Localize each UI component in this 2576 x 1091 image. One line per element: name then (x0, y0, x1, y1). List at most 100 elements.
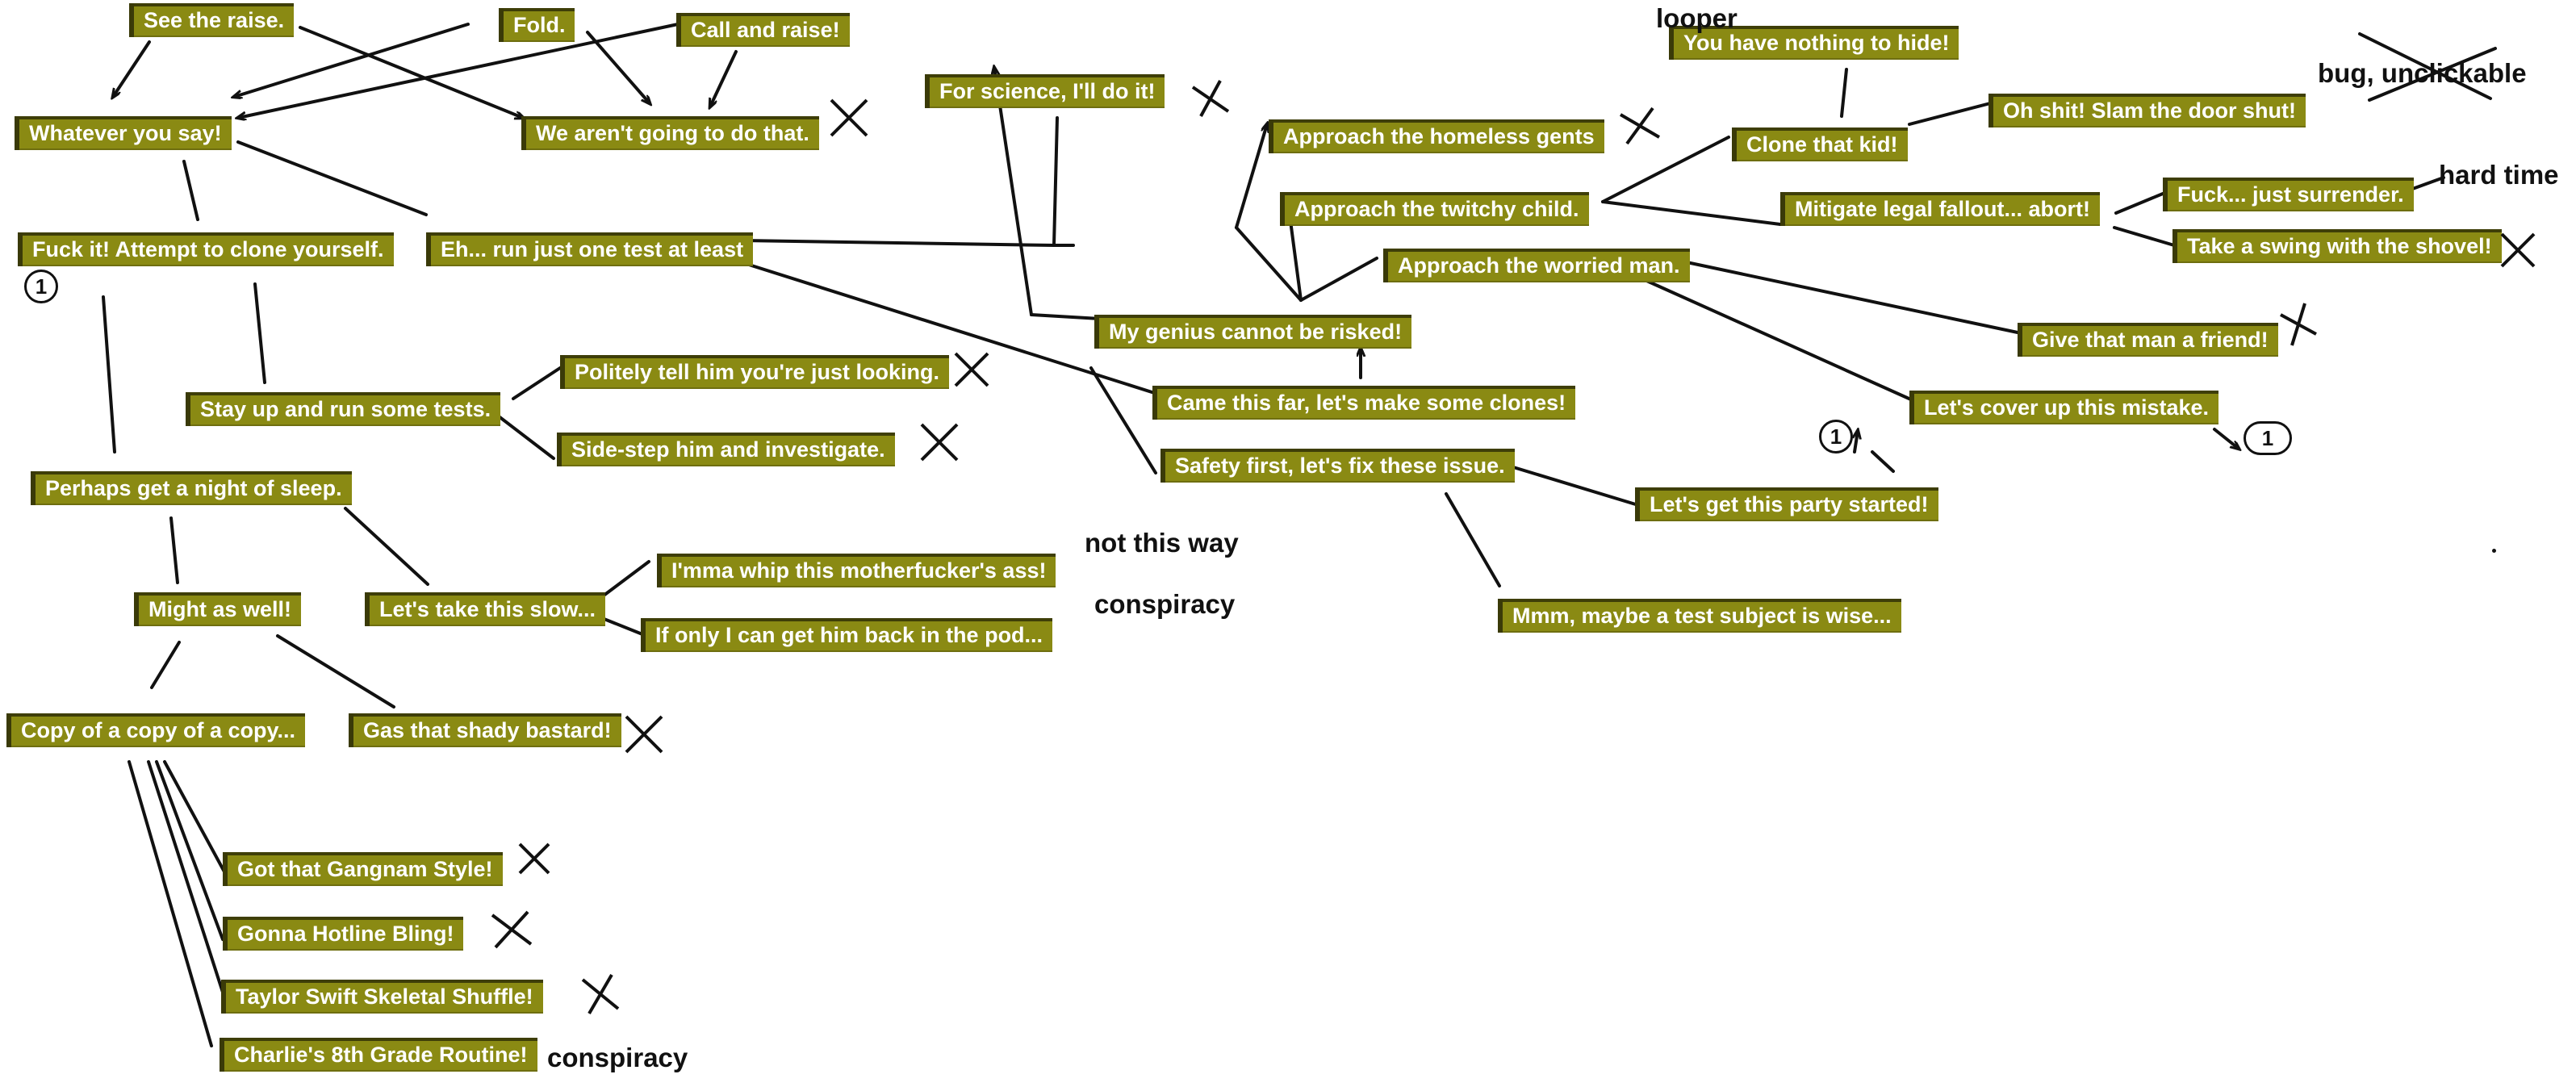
dead-end-x-icon (954, 352, 989, 387)
option-whatever-you-say[interactable]: Whatever you say! (15, 116, 232, 150)
edge-twitchy-mitigate (1601, 200, 1782, 226)
edge-might-copy (150, 641, 181, 689)
edge-genius-worried (1299, 257, 1378, 302)
edge-clonekid-nothing (1840, 68, 1848, 118)
note-conspiracy: conspiracy (1094, 589, 1236, 619)
edge-clone-stayup (253, 282, 266, 384)
edge-fold-whatever (234, 23, 470, 97)
edge-slow-pod (600, 617, 644, 636)
option-shovel[interactable]: Take a swing with the shovel! (2172, 229, 2502, 263)
marker-circle-one: 1 (24, 270, 58, 303)
note-looper: looper (1656, 3, 1738, 33)
option-clone-that-kid[interactable]: Clone that kid! (1732, 127, 1908, 161)
edge-safety-subject (1445, 492, 1501, 587)
option-see-the-raise[interactable]: See the raise. (129, 3, 295, 37)
dead-end-x-icon (625, 715, 663, 754)
edge-stayup-politely (512, 366, 562, 400)
option-take-this-slow[interactable]: Let's take this slow... (365, 592, 605, 626)
edge-call-whatever (238, 23, 680, 118)
edge-might-gas (276, 634, 395, 709)
option-worried-man[interactable]: Approach the worried man. (1383, 249, 1690, 282)
option-test-subject[interactable]: Mmm, maybe a test subject is wise... (1498, 599, 1901, 633)
edge-genius-twitchy (1288, 213, 1303, 302)
edge-cover-one (2213, 428, 2239, 449)
option-copy-of-copy[interactable]: Copy of a copy of a copy... (6, 713, 306, 747)
option-safety-first[interactable]: Safety first, let's fix these issue. (1160, 449, 1515, 483)
option-came-this-far[interactable]: Came this far, let's make some clones! (1152, 386, 1576, 420)
edge-copy-taylor (147, 760, 228, 1004)
note-hard-time: hard time (2439, 160, 2559, 190)
edge-sleep-might (169, 516, 179, 584)
option-not-going-to-do-that[interactable]: We aren't going to do that. (521, 116, 819, 150)
edge-mitigate-shovel (2113, 226, 2176, 247)
dead-end-x-icon (920, 423, 959, 462)
dead-end-x-icon (2280, 303, 2317, 346)
option-mitigate[interactable]: Mitigate legal fallout... abort! (1780, 192, 2101, 226)
edge-fold-notgoing (586, 31, 650, 103)
option-taylor-swift[interactable]: Taylor Swift Skeletal Shuffle! (221, 980, 543, 1014)
edge-copy-hotline (155, 760, 224, 941)
edge-genius-science-up (994, 68, 1033, 316)
edge-call-notgoing (710, 50, 738, 107)
option-twitchy-child[interactable]: Approach the twitchy child. (1280, 192, 1589, 226)
bug-strike-1 (2358, 32, 2492, 100)
option-whip[interactable]: I'mma whip this motherfucker's ass! (657, 554, 1056, 587)
edge-whatever-clone (182, 160, 199, 221)
option-slam-door[interactable]: Oh shit! Slam the door shut! (1988, 94, 2306, 127)
option-my-genius[interactable]: My genius cannot be risked! (1094, 315, 1412, 349)
option-homeless-gents[interactable]: Approach the homeless gents (1269, 119, 1604, 153)
edge-worried-friend (1674, 258, 2019, 334)
option-surrender[interactable]: Fuck... just surrender. (2163, 178, 2414, 211)
edge-clone-sleep (102, 295, 116, 454)
dead-end-x-icon (2500, 232, 2536, 268)
option-gas-shady[interactable]: Gas that shady bastard! (349, 713, 621, 747)
edge-cover-up-tick2 (1855, 431, 1858, 454)
option-hotline-bling[interactable]: Gonna Hotline Bling! (223, 917, 464, 951)
edge-genius-homeless-a (1235, 226, 1303, 302)
option-cover-up[interactable]: Let's cover up this mistake. (1909, 391, 2219, 424)
option-party-started[interactable]: Let's get this party started! (1635, 487, 1938, 521)
option-fold[interactable]: Fold. (499, 8, 575, 42)
option-give-friend[interactable]: Give that man a friend! (2018, 323, 2278, 357)
edge-mitigate-surrender (2114, 192, 2164, 215)
option-for-science[interactable]: For science, I'll do it! (925, 74, 1165, 108)
option-nothing-to-hide[interactable]: You have nothing to hide! (1669, 26, 1959, 60)
edge-worried-cover (1641, 278, 1914, 402)
edge-surrender-hardtime (2407, 176, 2445, 192)
option-might-as-well[interactable]: Might as well! (134, 592, 302, 626)
edge-stayup-sidestep (497, 415, 555, 460)
option-one-test[interactable]: Eh... run just one test at least (426, 232, 754, 266)
edge-genius-homeless-b (1235, 124, 1267, 229)
edge-cover-up-tick (1871, 450, 1895, 473)
option-politely[interactable]: Politely tell him you're just looking. (560, 355, 949, 389)
note-conspiracy: conspiracy (547, 1043, 688, 1072)
edge-whatever-onetest (236, 140, 428, 216)
dead-end-x-icon (830, 98, 868, 137)
option-clone-yourself[interactable]: Fuck it! Attempt to clone yourself. (18, 232, 394, 266)
stray-dot (2492, 549, 2496, 553)
dead-end-x-icon (1619, 107, 1661, 145)
dead-end-x-icon (581, 973, 620, 1015)
dead-end-x-icon (518, 842, 550, 875)
edge-clonekid-slam (1908, 100, 1998, 126)
option-night-of-sleep[interactable]: Perhaps get a night of sleep. (31, 471, 352, 505)
edge-sleep-slow (344, 507, 429, 586)
marker-circle-one: 1 (1819, 420, 1853, 454)
dead-end-x-icon (1191, 80, 1230, 117)
edge-safety-genius (1089, 366, 1157, 474)
edge-bracket-science (1052, 116, 1059, 247)
edge-safety-party (1509, 465, 1640, 507)
option-side-step[interactable]: Side-step him and investigate. (557, 433, 895, 466)
edge-see-raise-notgoing (299, 26, 523, 118)
bug-strike-2 (2368, 47, 2497, 102)
option-charlie[interactable]: Charlie's 8th Grade Routine! (220, 1038, 537, 1072)
option-stay-up[interactable]: Stay up and run some tests. (186, 392, 501, 426)
option-call-and-raise[interactable]: Call and raise! (676, 13, 850, 47)
option-back-in-pod[interactable]: If only I can get him back in the pod... (641, 618, 1053, 652)
option-gangnam[interactable]: Got that Gangnam Style! (223, 852, 503, 886)
edge-copy-gangnam (163, 760, 228, 876)
marker-circle-one: 1 (2244, 421, 2292, 455)
note-not-this-way: not this way (1085, 528, 1239, 558)
